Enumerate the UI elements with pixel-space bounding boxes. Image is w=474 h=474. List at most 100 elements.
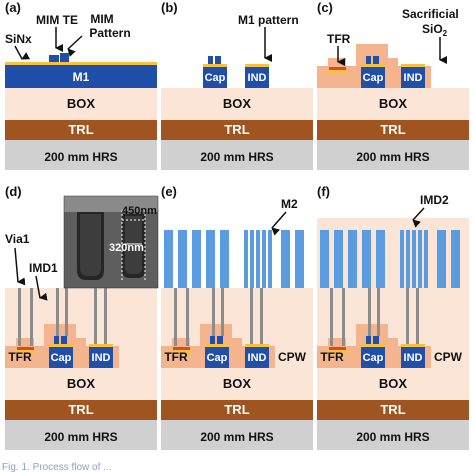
panel-tag: (d) bbox=[5, 184, 22, 199]
ind-sinx bbox=[401, 64, 425, 67]
mim-pattern-label-1: MIM bbox=[90, 12, 113, 26]
sem-trench-2-inner bbox=[125, 216, 142, 274]
cap-te-2 bbox=[217, 336, 223, 344]
m2-bar bbox=[412, 230, 416, 288]
via1 bbox=[30, 288, 33, 346]
tfr-sinx bbox=[327, 70, 348, 73]
mim-pattern-block bbox=[60, 53, 69, 62]
hrs-layer bbox=[5, 420, 157, 450]
trl-layer bbox=[5, 120, 157, 140]
m2-bar bbox=[437, 230, 446, 288]
panel-a: (a) MIM TE MIM Pattern SiNx M1 BOX TRL 2… bbox=[5, 0, 157, 170]
sem-trench-1-inner bbox=[80, 214, 101, 276]
sem-border bbox=[63, 195, 159, 289]
ind-sinx bbox=[245, 344, 269, 347]
ind-block bbox=[245, 344, 269, 368]
subscript-2: 2 bbox=[443, 29, 448, 38]
m2-bar bbox=[178, 230, 187, 288]
hrs-label: 200 mm HRS bbox=[200, 150, 273, 164]
via1 bbox=[260, 288, 263, 344]
m2-bar bbox=[220, 230, 229, 288]
ind-sinx bbox=[401, 344, 425, 347]
m2-bar bbox=[250, 230, 254, 288]
panel-e: (e) M2 TFR Cap IND CPW BOX TRL 200 mm HR… bbox=[161, 184, 313, 450]
ind-block bbox=[401, 64, 425, 88]
sacrificial-label-2: SiO2 bbox=[422, 22, 448, 38]
cap-sinx bbox=[361, 344, 385, 347]
panel-f: (f) IMD2 TFR Cap IND CPW BOX TRL 200 mm … bbox=[317, 184, 469, 450]
tfr-resistor bbox=[17, 347, 34, 350]
cap-te-2 bbox=[373, 336, 379, 344]
via1 bbox=[377, 288, 380, 336]
process-flow-svg: (a) MIM TE MIM Pattern SiNx M1 BOX TRL 2… bbox=[5, 0, 469, 450]
imd1-label: IMD1 bbox=[29, 261, 58, 275]
tfr-label: TFR bbox=[164, 350, 188, 364]
box-layer bbox=[5, 368, 157, 400]
panel-c: (c) TFR Sacrificial SiO2 Cap IND BOX TRL… bbox=[317, 0, 469, 170]
tfr-resistor bbox=[173, 347, 190, 350]
box-layer bbox=[317, 368, 469, 400]
m2-bar bbox=[424, 230, 428, 288]
m2-bar bbox=[376, 230, 385, 288]
cap-te-1 bbox=[366, 56, 371, 64]
tfr-sinx bbox=[171, 350, 192, 353]
cap-block bbox=[203, 64, 227, 88]
via1 bbox=[65, 288, 68, 336]
tfr-sinx bbox=[15, 350, 36, 353]
m2-arrow bbox=[271, 211, 287, 236]
m2-bar bbox=[295, 230, 304, 288]
m2-label: M2 bbox=[281, 197, 298, 211]
via1 bbox=[174, 288, 177, 346]
m2-bar bbox=[418, 230, 422, 288]
trl-layer bbox=[161, 120, 313, 140]
via1 bbox=[186, 288, 189, 346]
hrs-layer bbox=[161, 140, 313, 170]
ind-label: IND bbox=[404, 72, 423, 84]
m2-bars bbox=[320, 230, 460, 288]
cap-block bbox=[361, 344, 385, 368]
ind-block bbox=[89, 344, 113, 368]
imd2-arrow bbox=[412, 207, 425, 228]
cap-te-2 bbox=[61, 336, 67, 344]
sem-top-surface bbox=[64, 196, 158, 212]
ind-block bbox=[245, 64, 269, 88]
imd2-label: IMD2 bbox=[420, 193, 449, 207]
via1 bbox=[104, 288, 107, 344]
hrs-layer bbox=[161, 420, 313, 450]
via1 bbox=[212, 288, 215, 336]
hrs-layer bbox=[5, 140, 157, 170]
cap-sinx bbox=[49, 344, 73, 347]
m2-bar bbox=[348, 230, 357, 288]
sacrificial-label-1: Sacrificial bbox=[402, 7, 459, 21]
trl-layer bbox=[317, 400, 469, 420]
ind-label: IND bbox=[248, 352, 267, 364]
box-label: BOX bbox=[379, 96, 408, 111]
cap-te-2 bbox=[373, 56, 379, 64]
box-layer bbox=[5, 88, 157, 120]
trl-label: TRL bbox=[224, 402, 249, 417]
sinx-arrow bbox=[14, 45, 31, 60]
cap-block bbox=[361, 64, 385, 88]
panel-tag: (a) bbox=[5, 0, 21, 15]
cpw-label: CPW bbox=[434, 350, 463, 364]
dim-320-label: 320nm bbox=[109, 242, 144, 254]
via1 bbox=[56, 288, 59, 336]
cap-label: Cap bbox=[207, 352, 228, 364]
box-label: BOX bbox=[223, 376, 252, 391]
m2-bar bbox=[406, 230, 410, 288]
ind-label: IND bbox=[404, 352, 423, 364]
cap-te-2 bbox=[215, 56, 221, 64]
m2-bar bbox=[192, 230, 201, 288]
cpw-label: CPW bbox=[278, 350, 307, 364]
trl-label: TRL bbox=[68, 122, 93, 137]
cap-label: Cap bbox=[205, 72, 226, 84]
trl-label: TRL bbox=[68, 402, 93, 417]
m2-bar bbox=[244, 230, 248, 288]
tfr-label: TFR bbox=[327, 32, 351, 46]
via1 bbox=[221, 288, 224, 336]
tfr-label: TFR bbox=[8, 350, 32, 364]
trl-layer bbox=[5, 400, 157, 420]
figure-caption-fragment: Fig. 1. Process flow of ... bbox=[0, 462, 474, 474]
m2-bar bbox=[281, 230, 290, 288]
